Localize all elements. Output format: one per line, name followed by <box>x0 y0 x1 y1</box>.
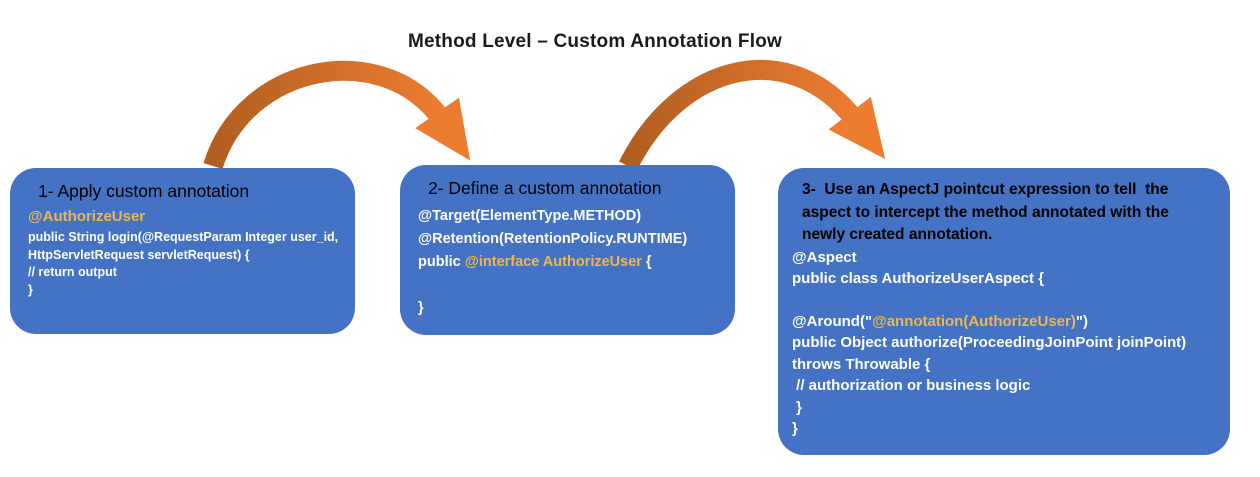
around-pre: @Around(" <box>792 312 873 330</box>
step-3-code-line: throws Throwable { <box>792 355 931 373</box>
blank-line <box>792 290 1216 311</box>
step-1-code-line: public String login(@RequestParam Intege… <box>28 230 339 244</box>
step-2-box: 2- Define a custom annotation @Target(El… <box>400 165 735 335</box>
step-2-code-line: @Retention(RetentionPolicy.RUNTIME) <box>418 231 688 247</box>
step-2-heading: 2- Define a custom annotation <box>428 178 662 198</box>
interface-post: { <box>641 254 652 270</box>
step-3-heading-line: 3- Use an AspectJ pointcut expression to… <box>802 181 1169 198</box>
step-3-code-line: @Aspect <box>792 248 857 266</box>
step-3-code-line: public class AuthorizeUserAspect { <box>792 270 1045 287</box>
step-1-code-line: HttpServletRequest servletRequest) { <box>28 247 250 262</box>
step-3-code-line: public Object authorize(ProceedingJoinPo… <box>792 334 1187 351</box>
step-3-code-line: } <box>792 398 803 416</box>
step-3-around-line: @Around("@annotation(AuthorizeUser)") <box>792 311 1216 333</box>
step-2-interface-line: public @interface AuthorizeUser { <box>418 251 719 274</box>
step-1-box: 1- Apply custom annotation @AuthorizeUse… <box>10 168 355 334</box>
around-gold-annotation: @annotation(AuthorizeUser) <box>872 312 1076 330</box>
step-2-code-line: @Target(ElementType.METHOD) <box>418 208 642 224</box>
blank-line <box>418 274 719 297</box>
step-3-closing-brace: } <box>792 420 798 437</box>
step-3-heading-line: aspect to intercept the method annotated… <box>802 203 1169 221</box>
step-3-box: 3- Use an AspectJ pointcut expression to… <box>778 168 1230 455</box>
curved-arrow-icon-step1-to-step2 <box>203 60 471 170</box>
step-3-heading-line: newly created annotation. <box>802 226 993 243</box>
interface-pre: public <box>418 254 465 270</box>
step-1-code-line: // return output <box>28 265 117 279</box>
curved-arrow-icon-step2-to-step3 <box>619 60 886 171</box>
around-post: ") <box>1075 312 1088 330</box>
step-1-annotation-label: @AuthorizeUser <box>28 208 146 225</box>
interface-gold-annotation: @interface AuthorizeUser <box>464 254 642 270</box>
step-1-heading: 1- Apply custom annotation <box>38 181 250 201</box>
diagram-title: Method Level – Custom Annotation Flow <box>407 31 783 52</box>
step-1-code-line: } <box>28 282 33 297</box>
step-2-closing-brace: } <box>418 300 424 316</box>
step-3-code-line: // authorization or business logic <box>792 377 1031 394</box>
